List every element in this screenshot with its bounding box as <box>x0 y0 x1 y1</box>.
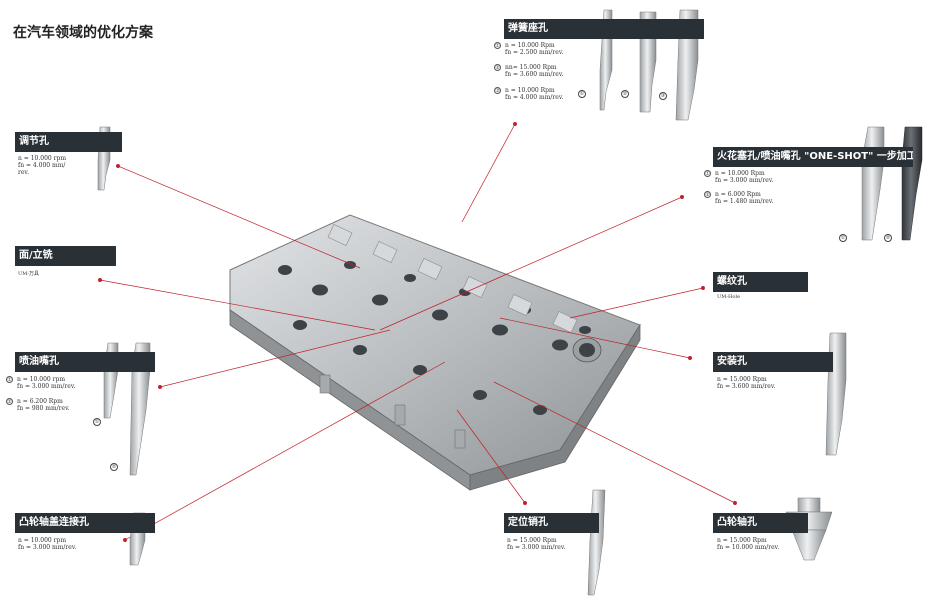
label-spark-plug-hole: 火花塞孔/喷油嘴孔 "ONE-SHOT" 一步加工 <box>713 147 913 167</box>
label-adjust-hole: 调节孔 <box>15 132 122 152</box>
label-camshaft-hole: 凸轮轴孔 <box>713 513 808 533</box>
spark-plug-tools <box>861 126 923 241</box>
tool-number: ② <box>884 234 892 242</box>
label-spring-seat-hole: 弹簧座孔 <box>504 19 704 39</box>
label-dowel-hole: 定位销孔 <box>504 513 599 533</box>
tool-number: ① <box>578 90 586 98</box>
tool-number: ② <box>110 463 118 471</box>
tool-number: ① <box>93 418 101 426</box>
tool-number: ③ <box>659 92 667 100</box>
cylinder-head-image <box>229 214 641 491</box>
label-injector-hole: 喷油嘴孔 <box>15 352 155 372</box>
label-thread-hole: 螺纹孔 <box>713 272 808 292</box>
label-mounting-hole: 安装孔 <box>713 352 833 372</box>
tag-thread-hole: UM-Hole <box>717 294 740 300</box>
page-title: 在汽车领域的优化方案 <box>13 25 153 41</box>
tool-number: ② <box>621 90 629 98</box>
tag-face-milling: UM-万具 <box>18 271 40 277</box>
label-cam-cover-hole: 凸轮轴盖连接孔 <box>15 513 155 533</box>
tool-number: ① <box>839 234 847 242</box>
leader-lines <box>98 122 737 542</box>
label-face-milling: 面/立铣 <box>15 246 116 266</box>
dowel-hole-tool <box>587 489 606 596</box>
